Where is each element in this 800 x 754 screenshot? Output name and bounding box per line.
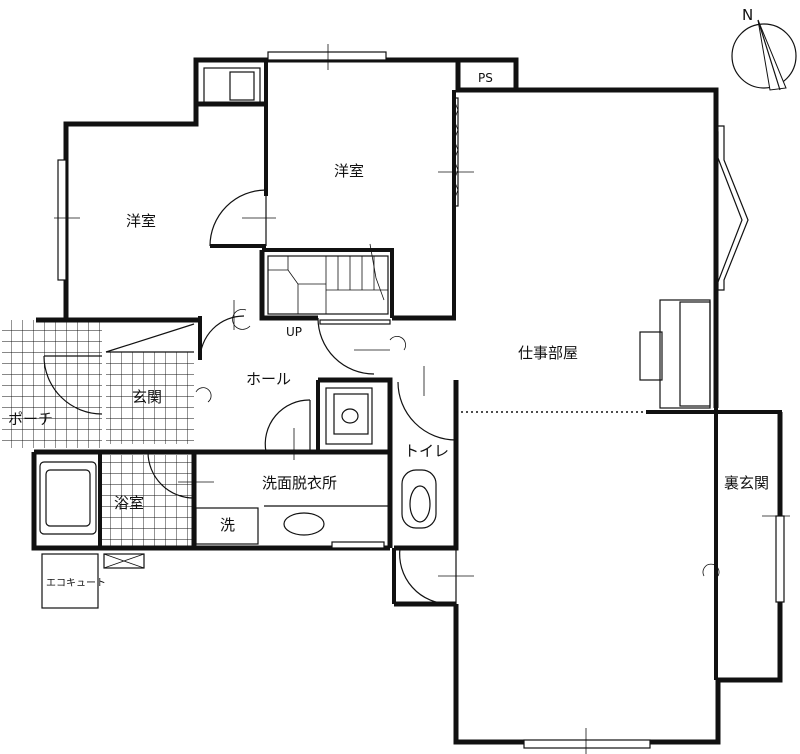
compass-icon: N: [731, 6, 797, 91]
doors: [43, 189, 457, 605]
room-label-bathroom: 浴室: [114, 494, 144, 512]
porch-floor: [2, 320, 102, 448]
fixture-label-washer: 洗: [220, 516, 235, 534]
fixture-label-eco-cute: エコキュート: [46, 578, 106, 589]
switch-marks: [178, 171, 720, 577]
room-label-back-entrance: 裏玄関: [724, 474, 769, 492]
windows: [54, 44, 790, 754]
entrance-floor: [106, 352, 194, 444]
room-label-western-2: 洋室: [334, 162, 364, 180]
bathroom-floor: [100, 455, 192, 547]
room-label-hall: ホール: [246, 370, 291, 388]
compass-north-label: N: [742, 6, 753, 24]
room-label-ps: PS: [478, 71, 493, 85]
room-label-washroom: 洗面脱衣所: [262, 474, 337, 492]
room-labels: 洋室 洋室 PS 仕事部屋 ホール 玄関 ポーチ 洗面脱衣所 トイレ 浴室 裏玄…: [8, 71, 769, 589]
room-label-western-1: 洋室: [126, 212, 156, 230]
room-label-porch: ポーチ: [8, 410, 53, 428]
room-label-office: 仕事部屋: [518, 344, 578, 362]
room-label-toilet: トイレ: [404, 442, 449, 460]
partitions: [105, 97, 646, 413]
fixtures: [39, 67, 711, 609]
stairs: [267, 243, 389, 315]
stairs-up-label: UP: [286, 325, 302, 339]
room-label-entrance: 玄関: [132, 388, 162, 406]
